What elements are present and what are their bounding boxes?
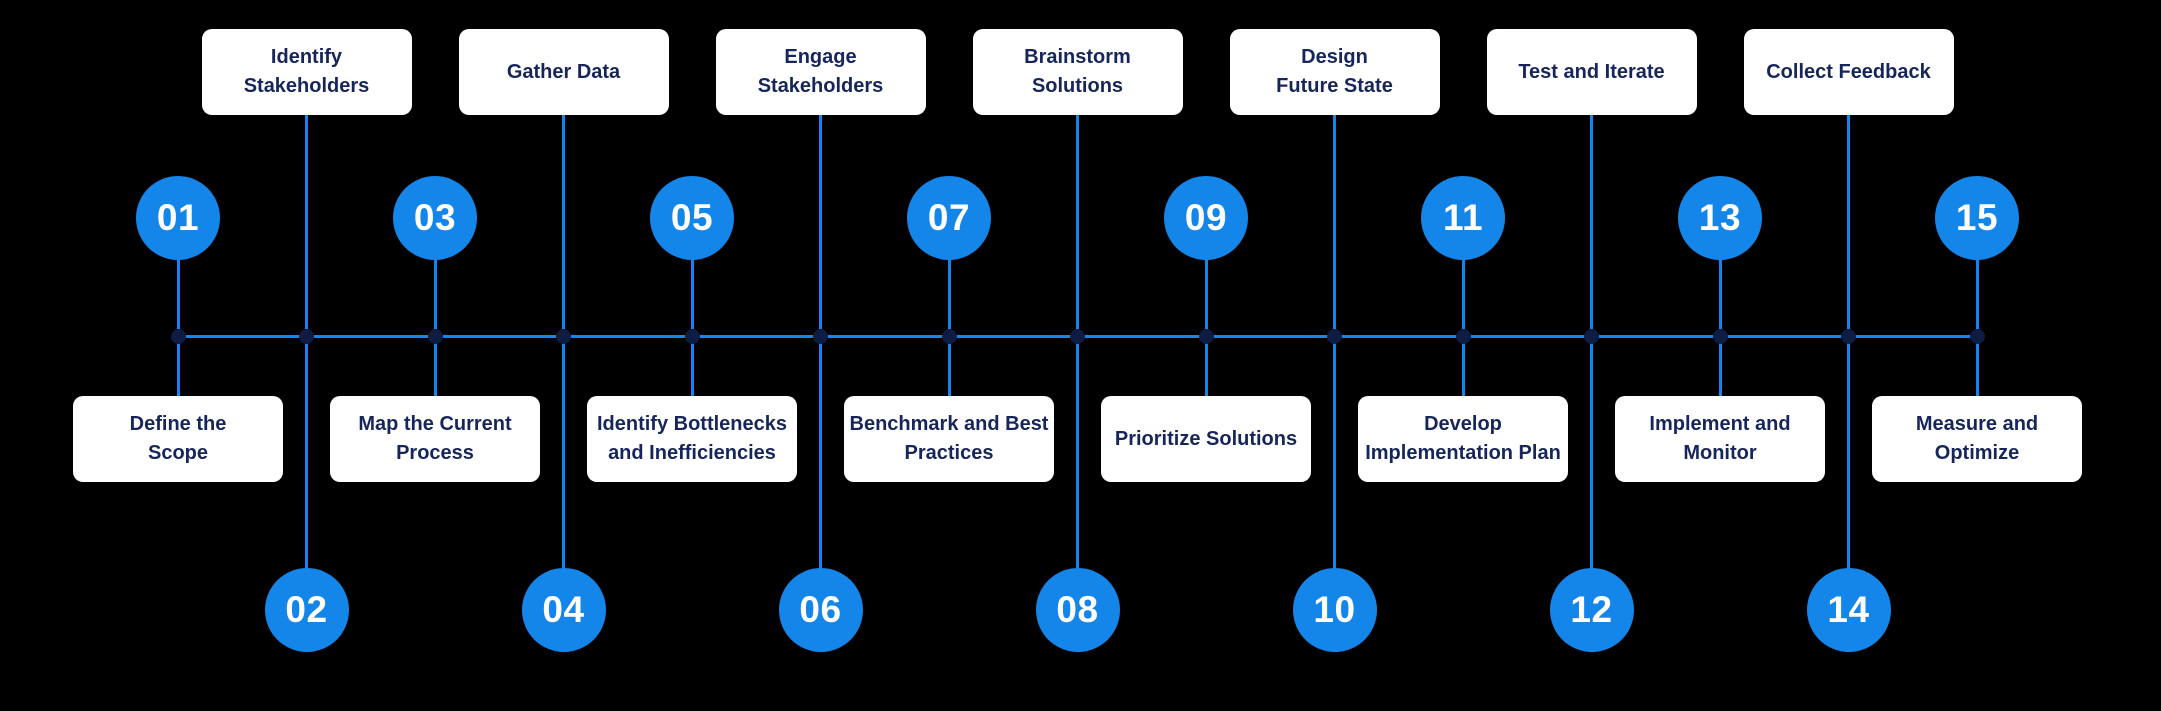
step-label: Gather Data bbox=[506, 60, 621, 83]
timeline-junction-dot bbox=[1841, 329, 1856, 344]
timeline-junction-dot bbox=[1070, 329, 1085, 344]
step-connector bbox=[1975, 255, 1979, 398]
step-label: Develop Implementation Plan bbox=[1365, 413, 1561, 464]
step-label-box: Implement and Monitor bbox=[1615, 396, 1825, 482]
step-label-box: Identify Stakeholders bbox=[201, 29, 412, 115]
timeline-junction-dot bbox=[1198, 329, 1214, 344]
timeline-junction-dot bbox=[941, 329, 957, 344]
step-circle: 13 bbox=[1678, 176, 1762, 260]
step-connector bbox=[1204, 255, 1208, 398]
timeline-junction-dot bbox=[170, 329, 186, 344]
step-number: 13 bbox=[1698, 197, 1742, 238]
step-label-box: Develop Implementation Plan bbox=[1358, 396, 1568, 482]
step-label-box: Define the Scope bbox=[73, 396, 283, 482]
step-label-box: Map the Current Process bbox=[330, 396, 540, 482]
step-number: 12 bbox=[1570, 589, 1613, 630]
step-label-box: Collect Feedback bbox=[1743, 29, 1954, 115]
timeline-junction-dot bbox=[556, 329, 571, 344]
step-label: Measure and Optimize bbox=[1915, 413, 2039, 464]
step-label: Identify Bottlenecks and Inefficiencies bbox=[596, 413, 788, 464]
step-connector bbox=[947, 255, 951, 398]
step-circle: 05 bbox=[650, 176, 734, 260]
step-circle: 12 bbox=[1549, 568, 1634, 652]
timeline-junction-dot bbox=[299, 329, 314, 344]
step-circle: 07 bbox=[907, 176, 991, 260]
step-label: Map the Current Process bbox=[358, 413, 512, 464]
step-label: Prioritize Solutions bbox=[1114, 427, 1298, 450]
step-label: Test and Iterate bbox=[1518, 60, 1665, 83]
step-number: 06 bbox=[799, 589, 842, 630]
step-label-box: Gather Data bbox=[458, 29, 669, 115]
step-connector bbox=[433, 255, 437, 398]
step-label: Brainstorm Solutions bbox=[1024, 46, 1131, 97]
step-connector bbox=[690, 255, 694, 398]
step-label: Identify Stakeholders bbox=[243, 46, 370, 97]
step-label-box: Identify Bottlenecks and Inefficiencies bbox=[587, 396, 797, 482]
step-circle: 15 bbox=[1935, 176, 2019, 260]
step-number: 10 bbox=[1313, 589, 1356, 630]
step-number: 03 bbox=[413, 197, 457, 238]
timeline-junction-dot bbox=[1327, 329, 1342, 344]
step-label: Engage Stakeholders bbox=[757, 46, 884, 97]
step-circle: 06 bbox=[778, 568, 863, 652]
timeline-junction-dot bbox=[813, 329, 828, 344]
timeline-junction-dot bbox=[427, 329, 443, 344]
step-number: 07 bbox=[927, 197, 971, 238]
timeline-junction-dot bbox=[684, 329, 700, 344]
timeline-junction-dot bbox=[1712, 329, 1728, 344]
step-connector bbox=[1461, 255, 1465, 398]
step-circle: 11 bbox=[1421, 176, 1505, 260]
step-label: Implement and Monitor bbox=[1649, 413, 1791, 464]
step-number: 14 bbox=[1827, 589, 1870, 630]
step-label: Benchmark and Best Practices bbox=[849, 413, 1049, 464]
step-number: 09 bbox=[1184, 197, 1228, 238]
step-label-box: Brainstorm Solutions bbox=[972, 29, 1183, 115]
step-number: 01 bbox=[156, 197, 200, 238]
step-label: Design Future State bbox=[1276, 46, 1393, 97]
step-number: 05 bbox=[670, 197, 714, 238]
step-circle: 02 bbox=[264, 568, 349, 652]
step-number: 02 bbox=[285, 589, 328, 630]
step-number: 15 bbox=[1955, 197, 1999, 238]
step-label: Collect Feedback bbox=[1766, 60, 1931, 83]
step-circle: 01 bbox=[136, 176, 220, 260]
step-label-box: Design Future State bbox=[1229, 29, 1440, 115]
step-number: 11 bbox=[1442, 197, 1484, 238]
step-number: 08 bbox=[1056, 589, 1099, 630]
step-circle: 09 bbox=[1164, 176, 1248, 260]
step-circle: 08 bbox=[1035, 568, 1120, 652]
step-label: Define the Scope bbox=[129, 413, 227, 464]
step-label-box: Benchmark and Best Practices bbox=[844, 396, 1054, 482]
step-number: 04 bbox=[542, 589, 585, 630]
step-label-box: Measure and Optimize bbox=[1872, 396, 2082, 482]
timeline-junction-dot bbox=[1455, 329, 1471, 344]
step-circle: 14 bbox=[1806, 568, 1891, 652]
step-connector bbox=[176, 255, 180, 398]
step-circle: 04 bbox=[521, 568, 606, 652]
timeline-junction-dot bbox=[1584, 329, 1599, 344]
step-label-box: Prioritize Solutions bbox=[1101, 396, 1311, 482]
step-connector bbox=[1718, 255, 1722, 398]
step-circle: 03 bbox=[393, 176, 477, 260]
timeline-junction-dot bbox=[1969, 329, 1985, 344]
step-circle: 10 bbox=[1292, 568, 1377, 652]
step-label-box: Test and Iterate bbox=[1486, 29, 1697, 115]
step-label-box: Engage Stakeholders bbox=[715, 29, 926, 115]
